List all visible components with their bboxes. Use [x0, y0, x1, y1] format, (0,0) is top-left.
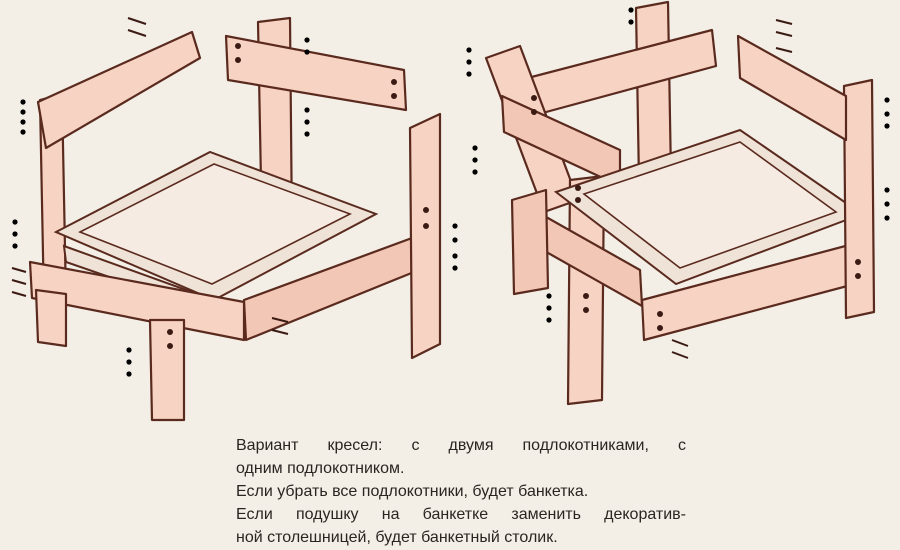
caption-line-3: Если убрать все подлокотники, будет банк…	[236, 483, 589, 500]
back-slat	[518, 28, 718, 120]
caption-line-5: ной столешницей, будет банкетный столик.	[236, 529, 558, 546]
back-slat-right	[736, 34, 848, 142]
dots-right-chair	[531, 95, 861, 331]
dots-left-chair	[167, 43, 429, 349]
seat-panel	[582, 141, 838, 269]
back-slat-left	[36, 30, 202, 150]
caption-word: на	[381, 506, 400, 523]
caption-word: кресел:	[327, 437, 383, 454]
armrest-right	[408, 112, 442, 360]
front-leg-left	[566, 174, 606, 406]
front-leg-right	[148, 318, 186, 422]
caption: Вариант кресел: с двумя подлокотниками, …	[236, 434, 698, 549]
caption-line-4: Если подушку на банкетке заменить декора…	[236, 503, 686, 526]
front-leg-left	[34, 288, 68, 348]
side-panel	[510, 188, 550, 296]
caption-word: банкетке	[422, 506, 489, 523]
caption-word: декоратив-	[604, 506, 686, 523]
caption-word: заменить	[511, 506, 581, 523]
caption-line-1: Вариант кресел: с двумя подлокотниками, …	[236, 434, 686, 457]
armchair-two-armrests	[11, 16, 458, 422]
back-slat-right	[224, 34, 408, 112]
right-back-post	[842, 78, 876, 320]
caption-word: двумя	[448, 437, 494, 454]
caption-word: Если	[236, 506, 273, 523]
caption-line-2: одним подлокотником.	[236, 460, 405, 477]
caption-word: с	[411, 437, 420, 454]
caption-word: с	[677, 437, 686, 454]
front-rail	[28, 260, 246, 342]
caption-word: Вариант	[236, 437, 299, 454]
dashes-right-chair	[671, 19, 793, 359]
caption-word: подушку	[295, 506, 359, 523]
seat-panel	[78, 163, 352, 285]
armchair-one-armrest	[466, 0, 890, 406]
dashes-left-chair	[11, 17, 289, 335]
caption-word: подлокотниками,	[522, 437, 649, 454]
assembly-illustration	[11, 0, 890, 422]
